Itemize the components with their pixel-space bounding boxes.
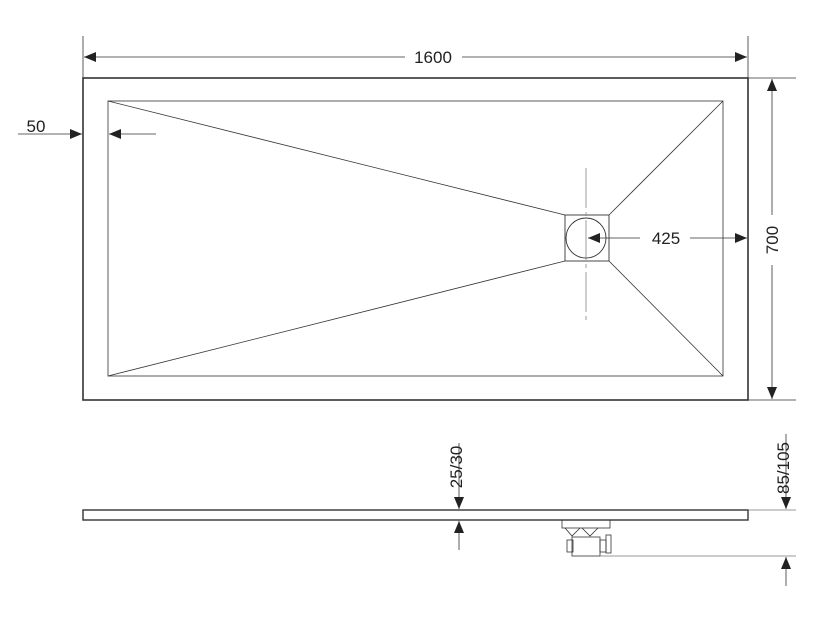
plan-view — [82, 77, 749, 401]
width-dimension — [748, 77, 796, 401]
drain-offset-label: 425 — [652, 229, 680, 248]
slope-lines — [107, 100, 724, 377]
height-dimension — [600, 434, 796, 586]
drain-trap — [561, 519, 612, 557]
rim-label: 50 — [27, 117, 46, 136]
height-label: 85/105 — [774, 442, 793, 494]
length-label: 1600 — [414, 48, 452, 67]
width-label: 700 — [763, 226, 782, 254]
tray-profile — [82, 509, 749, 521]
length-dimension — [82, 36, 749, 78]
side-view — [82, 509, 749, 557]
tray-inner-rim — [107, 100, 724, 377]
tray-outline — [82, 77, 749, 401]
thickness-label: 25/30 — [447, 446, 466, 489]
